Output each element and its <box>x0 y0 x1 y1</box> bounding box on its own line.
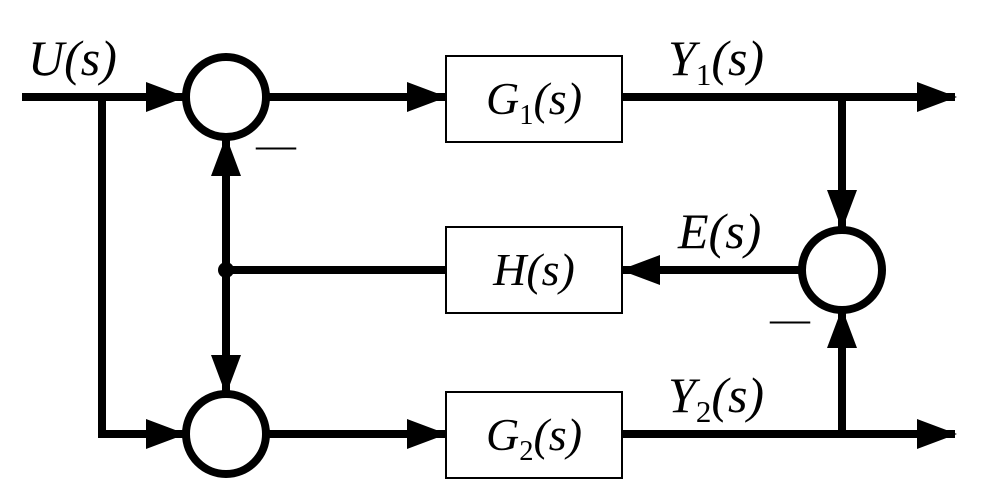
error-signal-label: E(s) <box>677 203 761 259</box>
block-g1-label: G1(s) <box>486 73 582 131</box>
branch-point <box>218 262 234 278</box>
input-signal-label: U(s) <box>28 30 117 86</box>
summing-junction-bottom <box>182 390 270 478</box>
output1-signal-label: Y1(s) <box>668 30 764 92</box>
block-g2 <box>445 391 623 479</box>
summing-junction-right <box>798 226 886 314</box>
minus-sign-top: — <box>255 122 297 167</box>
block-h <box>445 226 623 314</box>
output2-signal-label: Y2(s) <box>668 367 764 429</box>
block-h-label: H(s) <box>492 244 575 295</box>
summing-junction-top <box>182 53 270 141</box>
block-g1 <box>445 55 623 143</box>
minus-sign-right: — <box>769 296 811 341</box>
block-g2-label: G2(s) <box>486 409 582 467</box>
input-branch-line <box>98 97 186 449</box>
